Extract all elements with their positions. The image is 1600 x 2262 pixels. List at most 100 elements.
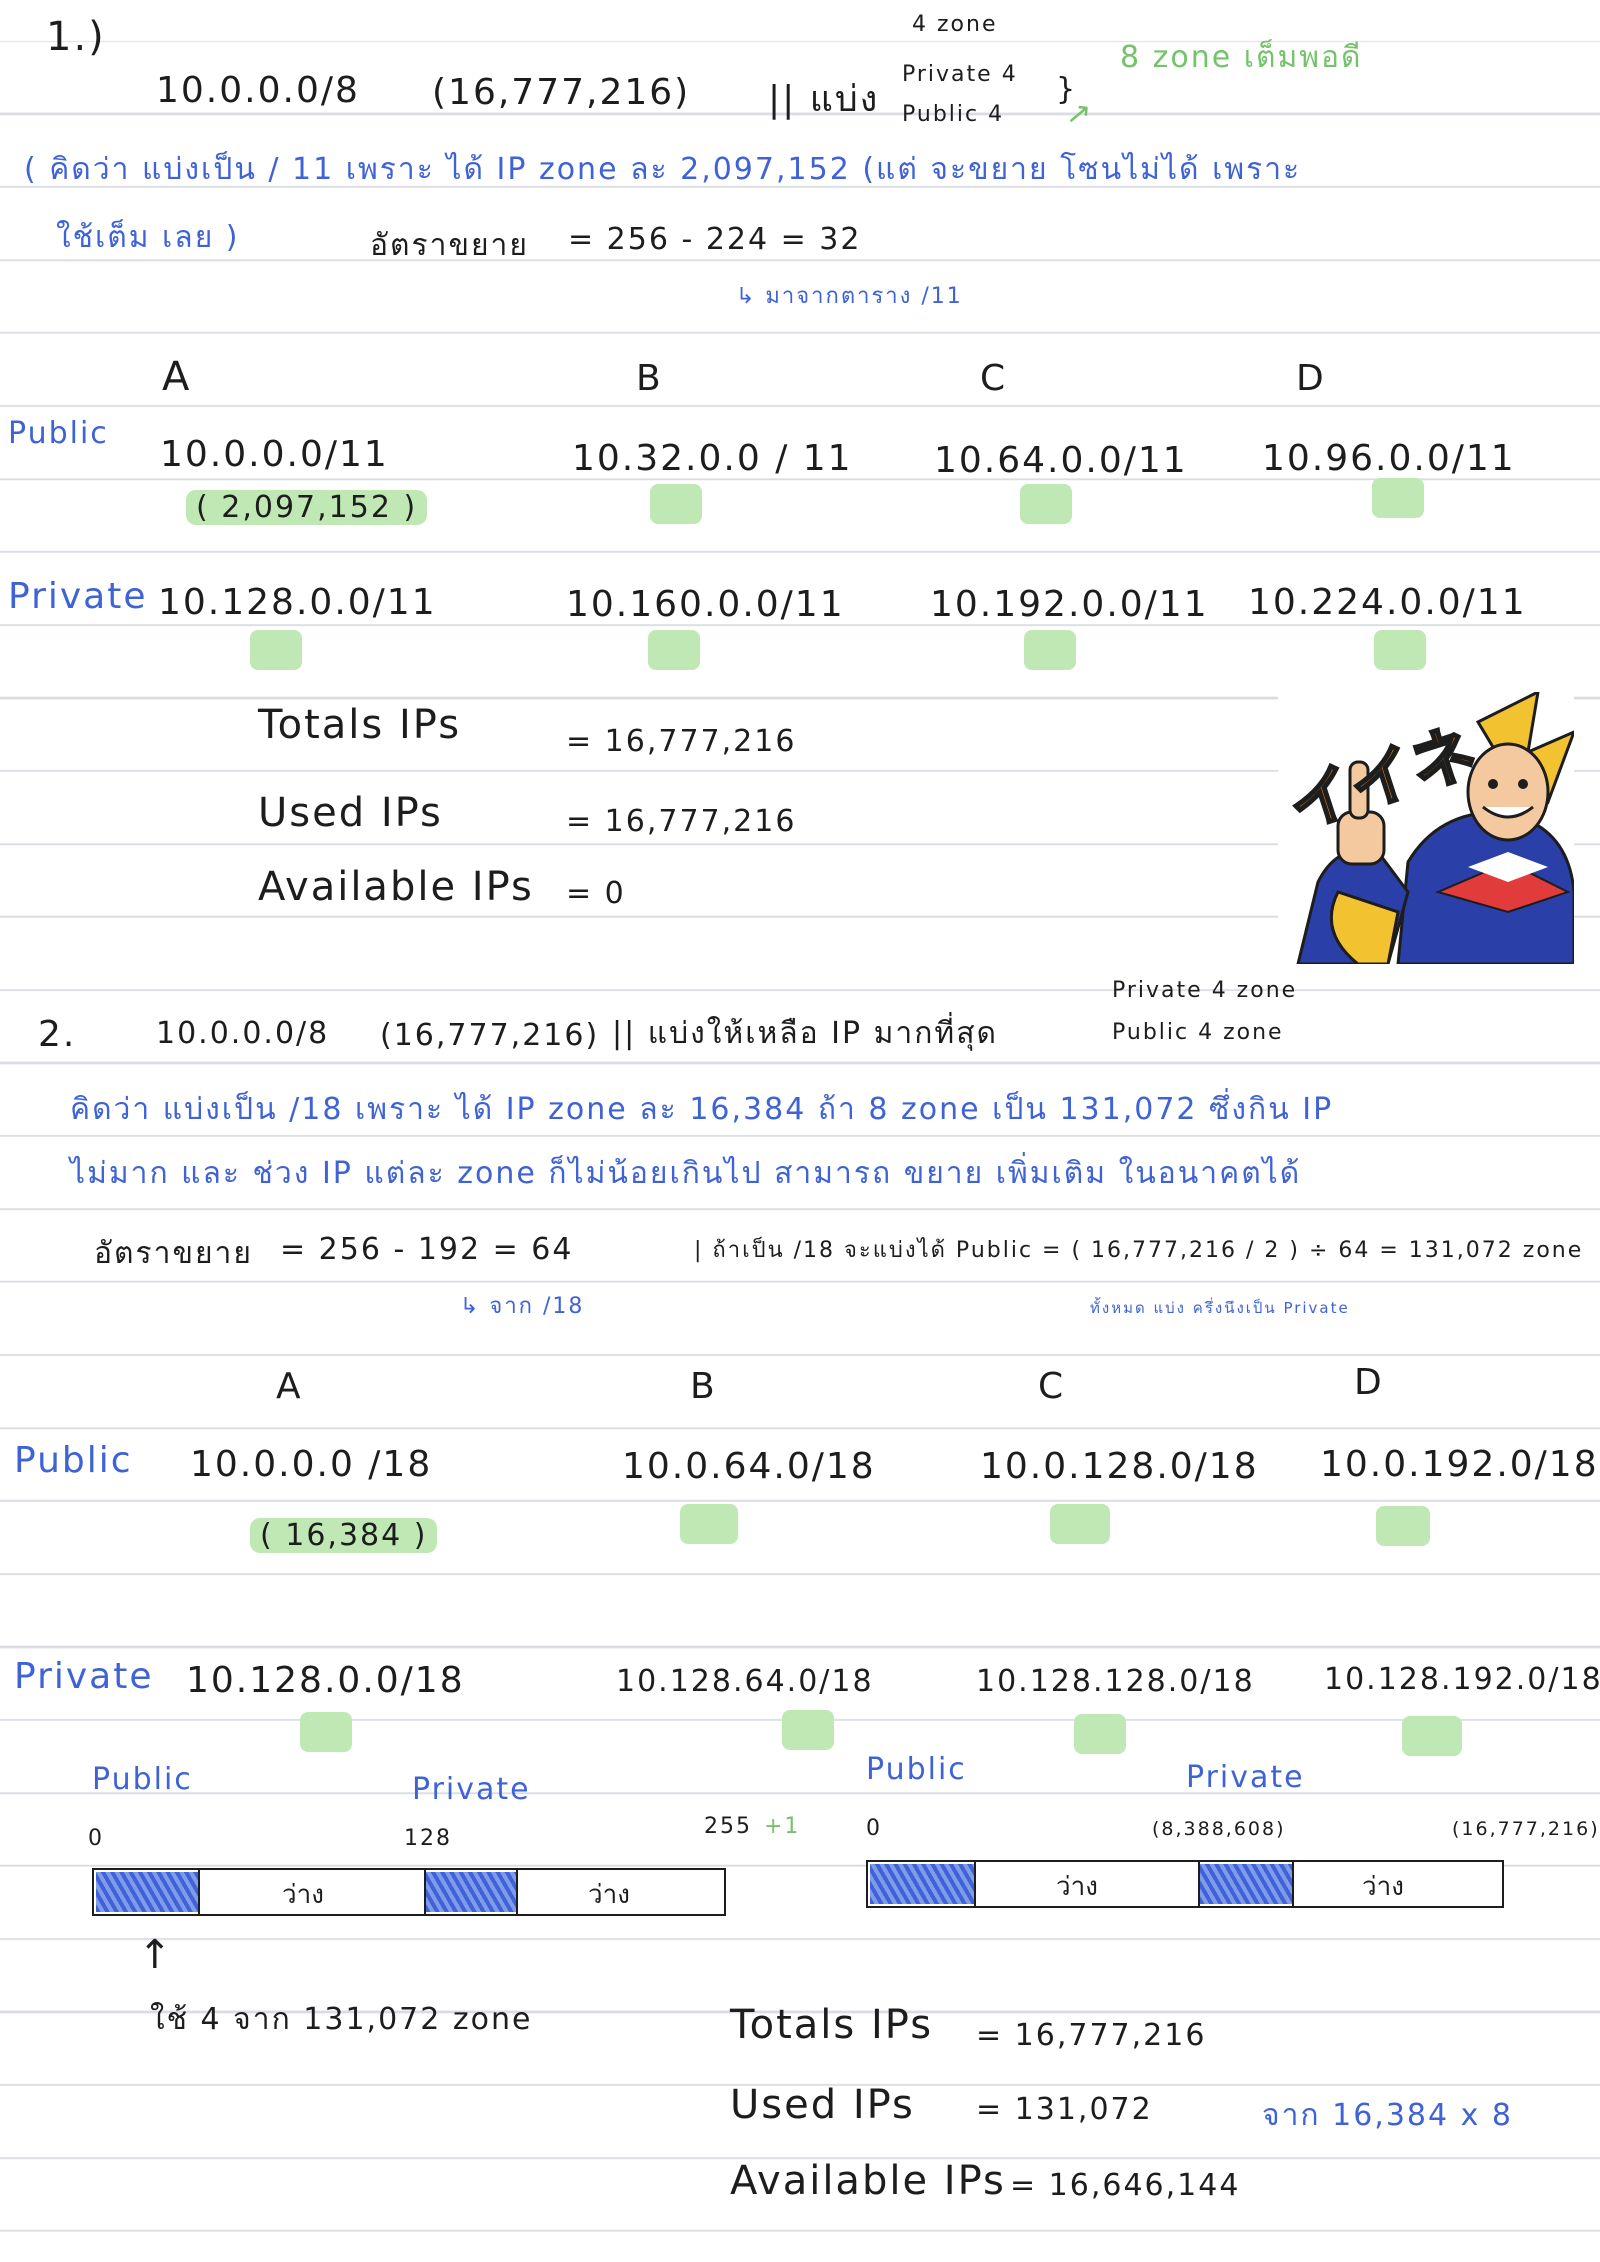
q1-public-subnet-c: 10.64.0.0/11: [934, 440, 1188, 481]
diagram-left-free-1: ว่าง: [282, 1880, 324, 1910]
q1-private-subnet-a: 10.128.0.0/11: [158, 582, 437, 623]
q1-used-label: Used IPs: [258, 790, 443, 836]
q2-totals-label: Totals IPs: [730, 2002, 934, 2048]
q2-private-label: Private 4 zone: [1112, 978, 1298, 1003]
q1-private-subnet-c: 10.192.0.0/11: [930, 584, 1209, 625]
q2-growth-note: ↳ จาก /18: [460, 1294, 585, 1319]
q2-public-box-c: [1050, 1504, 1110, 1544]
q1-col-d: D: [1296, 358, 1326, 399]
q1-network: 10.0.0.0/8: [156, 70, 360, 111]
q2-public-label: Public 4 zone: [1112, 1020, 1284, 1045]
diagram-left-free-2: ว่าง: [588, 1880, 630, 1910]
q1-public-subnet-d: 10.96.0.0/11: [1262, 438, 1516, 479]
q1-public-box-c: [1020, 484, 1072, 524]
q1-private-label: Private 4: [902, 62, 1018, 87]
q2-growth-extra: | ถ้าเป็น /18 จะแบ่งได้ Public = ( 16,77…: [694, 1238, 1584, 1263]
q1-private-subnet-d: 10.224.0.0/11: [1248, 582, 1527, 623]
q1-totals-label: Totals IPs: [258, 702, 462, 748]
q1-available-value: = 0: [566, 876, 626, 911]
q2-available-label: Available IPs: [730, 2158, 1006, 2204]
diagram-right-mid: (8,388,608): [1152, 1818, 1286, 1840]
q2-growth-formula: = 256 - 192 = 64: [280, 1232, 574, 1267]
diagram-arrow-note: ใช้ 4 จาก 131,072 zone: [150, 2002, 533, 2037]
q1-public-subnet-b: 10.32.0.0 / 11: [572, 438, 853, 479]
diagram-left-end: 255: [704, 1814, 752, 1839]
q2-private-subnet-c: 10.128.128.0/18: [976, 1664, 1255, 1699]
q2-public-size-a: ( 16,384 ): [250, 1518, 438, 1553]
q1-task: || แบ่ง: [768, 79, 880, 120]
q1-public-box-d: [1372, 478, 1424, 518]
diagram-right-public-label: Public: [866, 1752, 967, 1787]
diagram-right-range-bar: ว่าง ว่าง: [866, 1860, 1504, 1908]
q2-private-box-d: [1402, 1716, 1462, 1756]
q2-private-subnet-a: 10.128.0.0/18: [186, 1660, 465, 1701]
q1-public-box-b: [650, 484, 702, 524]
diagram-left-mid: 128: [404, 1826, 452, 1851]
q1-zone-label: 4 zone: [912, 12, 998, 37]
q2-reason-line1: คิดว่า แบ่งเป็น /18 เพราะ ได้ IP zone ละ…: [70, 1092, 1334, 1127]
q1-growth-note: ↳ มาจากตาราง /11: [736, 284, 963, 309]
q2-col-a: A: [276, 1366, 303, 1407]
diagram-right-private-label: Private: [1186, 1760, 1305, 1795]
q2-growth-extra-note: ทั้งหมด แบ่ง ครึ่งนึงเป็น Private: [1090, 1299, 1350, 1317]
diagram-left-arrow-icon: ↑: [138, 1932, 174, 1978]
diagram-left-range-bar: ว่าง ว่าง: [92, 1868, 726, 1916]
q1-reason-line2: ใช้เต็ม เลย ): [56, 220, 240, 255]
q2-growth-label: อัตราขยาย: [94, 1236, 253, 1271]
q2-public-box-b: [680, 1504, 738, 1544]
q2-public-subnet-a: 10.0.0.0 /18: [190, 1444, 433, 1485]
q2-used-label: Used IPs: [730, 2082, 915, 2128]
q1-public-subnet-a: 10.0.0.0/11: [160, 434, 389, 475]
diagram-left-private-label: Private: [412, 1772, 531, 1807]
q2-number: 2.: [38, 1014, 77, 1055]
q1-private-row-label: Private: [8, 576, 148, 617]
diagram-left-private-used: [426, 1872, 516, 1912]
diagram-right-free-2: ว่าง: [1362, 1872, 1404, 1902]
q2-used-value: = 131,072: [976, 2092, 1153, 2127]
q1-public-size-a: ( 2,097,152 ): [186, 490, 428, 525]
q2-public-row-label: Public: [14, 1440, 133, 1481]
diagram-right-free-1: ว่าง: [1056, 1872, 1098, 1902]
q2-private-box-c: [1074, 1714, 1126, 1754]
q2-private-row-label: Private: [14, 1656, 154, 1697]
q1-col-b: B: [636, 358, 663, 399]
q1-public-row-label: Public: [8, 416, 109, 451]
q2-private-box-b: [782, 1710, 834, 1750]
q2-used-note: จาก 16,384 x 8: [1262, 2098, 1514, 2133]
diagram-left-public-used: [96, 1872, 198, 1912]
q2-private-box-a: [300, 1712, 352, 1752]
q2-public-box-d: [1376, 1506, 1430, 1546]
q1-used-value: = 16,777,216: [566, 804, 797, 839]
q2-total: (16,777,216): [380, 1018, 600, 1053]
q2-task: || แบ่งให้เหลือ IP มากที่สุด: [612, 1016, 998, 1051]
q2-public-subnet-c: 10.0.128.0/18: [980, 1446, 1259, 1487]
q2-col-c: C: [1038, 1366, 1066, 1407]
diagram-left-end-plus: +1: [764, 1814, 801, 1839]
q1-col-a: A: [162, 354, 192, 400]
q2-col-d: D: [1354, 1362, 1384, 1403]
diagram-left-start: 0: [88, 1826, 104, 1851]
q1-brace: }: [1056, 72, 1078, 107]
q2-reason-line2: ไม่มาก และ ช่วง IP แต่ละ zone ก็ไม่น้อยเ…: [70, 1156, 1302, 1191]
q1-public-label: Public 4: [902, 102, 1005, 127]
hero-thumbs-up-icon: イイネ: [1278, 689, 1577, 966]
q2-private-subnet-b: 10.128.64.0/18: [616, 1664, 874, 1699]
q1-reason-line1: ( คิดว่า แบ่งเป็น / 11 เพราะ ได้ IP zone…: [24, 152, 1302, 187]
q1-growth-label: อัตราขยาย: [370, 228, 529, 263]
q2-public-subnet-b: 10.0.64.0/18: [622, 1446, 876, 1487]
q2-public-subnet-d: 10.0.192.0/18: [1320, 1444, 1599, 1485]
q1-private-box-c: [1024, 630, 1076, 670]
q1-total: (16,777,216): [432, 72, 691, 113]
q2-network: 10.0.0.0/8: [156, 1016, 330, 1051]
q1-private-box-b: [648, 630, 700, 670]
diagram-right-private-used: [1200, 1864, 1292, 1904]
diagram-left-public-label: Public: [92, 1762, 193, 1797]
q1-number: 1.): [46, 14, 106, 60]
q1-zone-note: 8 zone เต็มพอดี: [1120, 40, 1363, 75]
q1-totals-value: = 16,777,216: [566, 724, 797, 759]
diagram-right-end: (16,777,216): [1452, 1818, 1600, 1840]
diagram-right-public-used: [870, 1864, 974, 1904]
q1-private-subnet-b: 10.160.0.0/11: [566, 584, 845, 625]
diagram-right-start: 0: [866, 1816, 882, 1841]
q1-private-box-d: [1374, 630, 1426, 670]
